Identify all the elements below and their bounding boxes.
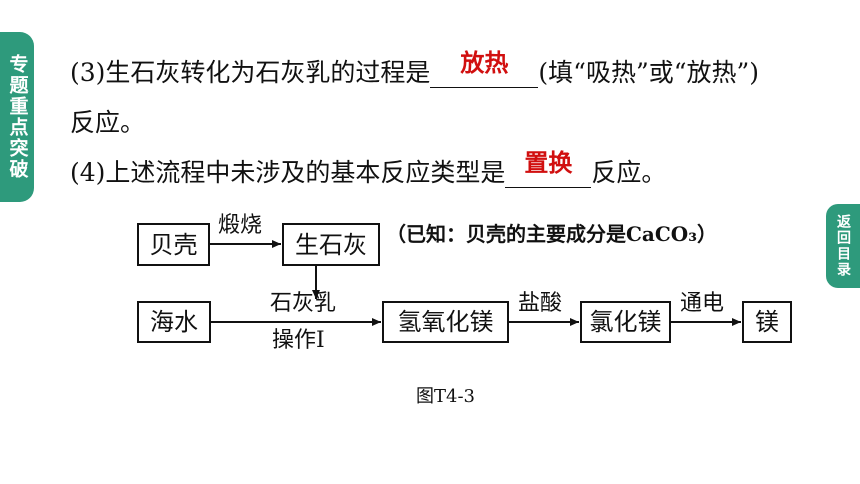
back-to-contents-label: 返回目录 bbox=[835, 214, 851, 278]
label-lime-milk: 石灰乳 bbox=[270, 291, 337, 316]
question-4-line: (4)上述流程中未涉及的基本反应类型是置换反应。 bbox=[70, 151, 667, 188]
question-3-prefix: (3)生石灰转化为石灰乳的过程是 bbox=[70, 58, 431, 87]
question-4-blank: 置换 bbox=[505, 151, 592, 188]
side-tab-topic-label: 专题重点突破 bbox=[6, 54, 29, 180]
question-3-line: (3)生石灰转化为石灰乳的过程是 放热 (填“吸热”或“放热”) bbox=[70, 51, 760, 88]
question-3-continuation: 反应。 bbox=[70, 108, 145, 138]
box-shell: 贝壳 bbox=[137, 223, 210, 266]
label-electrolysis: 通电 bbox=[680, 291, 725, 316]
diagram-note: （已知：贝壳的主要成分是CaCO₃） bbox=[386, 222, 717, 246]
question-3-suffix: (填“吸热”或“放热”) bbox=[538, 58, 760, 87]
box-seawater: 海水 bbox=[137, 301, 211, 343]
question-4-answer: 置换 bbox=[524, 149, 573, 177]
question-3-cont: 反应。 bbox=[70, 108, 146, 137]
question-3-answer: 放热 bbox=[460, 49, 509, 77]
figure-caption: 图T4-3 bbox=[416, 386, 475, 407]
back-to-contents-button[interactable]: 返回目录 bbox=[826, 204, 860, 288]
box-quicklime: 生石灰 bbox=[282, 223, 380, 266]
label-calcine: 煅烧 bbox=[218, 213, 263, 238]
label-operation: 操作Ⅰ bbox=[272, 328, 325, 353]
side-tab-topic[interactable]: 专题重点突破 bbox=[0, 32, 34, 202]
question-3-blank: 放热 bbox=[430, 51, 539, 88]
box-magnesium: 镁 bbox=[742, 301, 792, 343]
question-4-prefix: (4)上述流程中未涉及的基本反应类型是 bbox=[70, 158, 506, 187]
label-hcl: 盐酸 bbox=[518, 291, 563, 316]
box-mg-chloride: 氯化镁 bbox=[580, 301, 671, 343]
box-mg-hydroxide: 氢氧化镁 bbox=[382, 301, 509, 343]
question-4-suffix: 反应。 bbox=[591, 158, 667, 187]
